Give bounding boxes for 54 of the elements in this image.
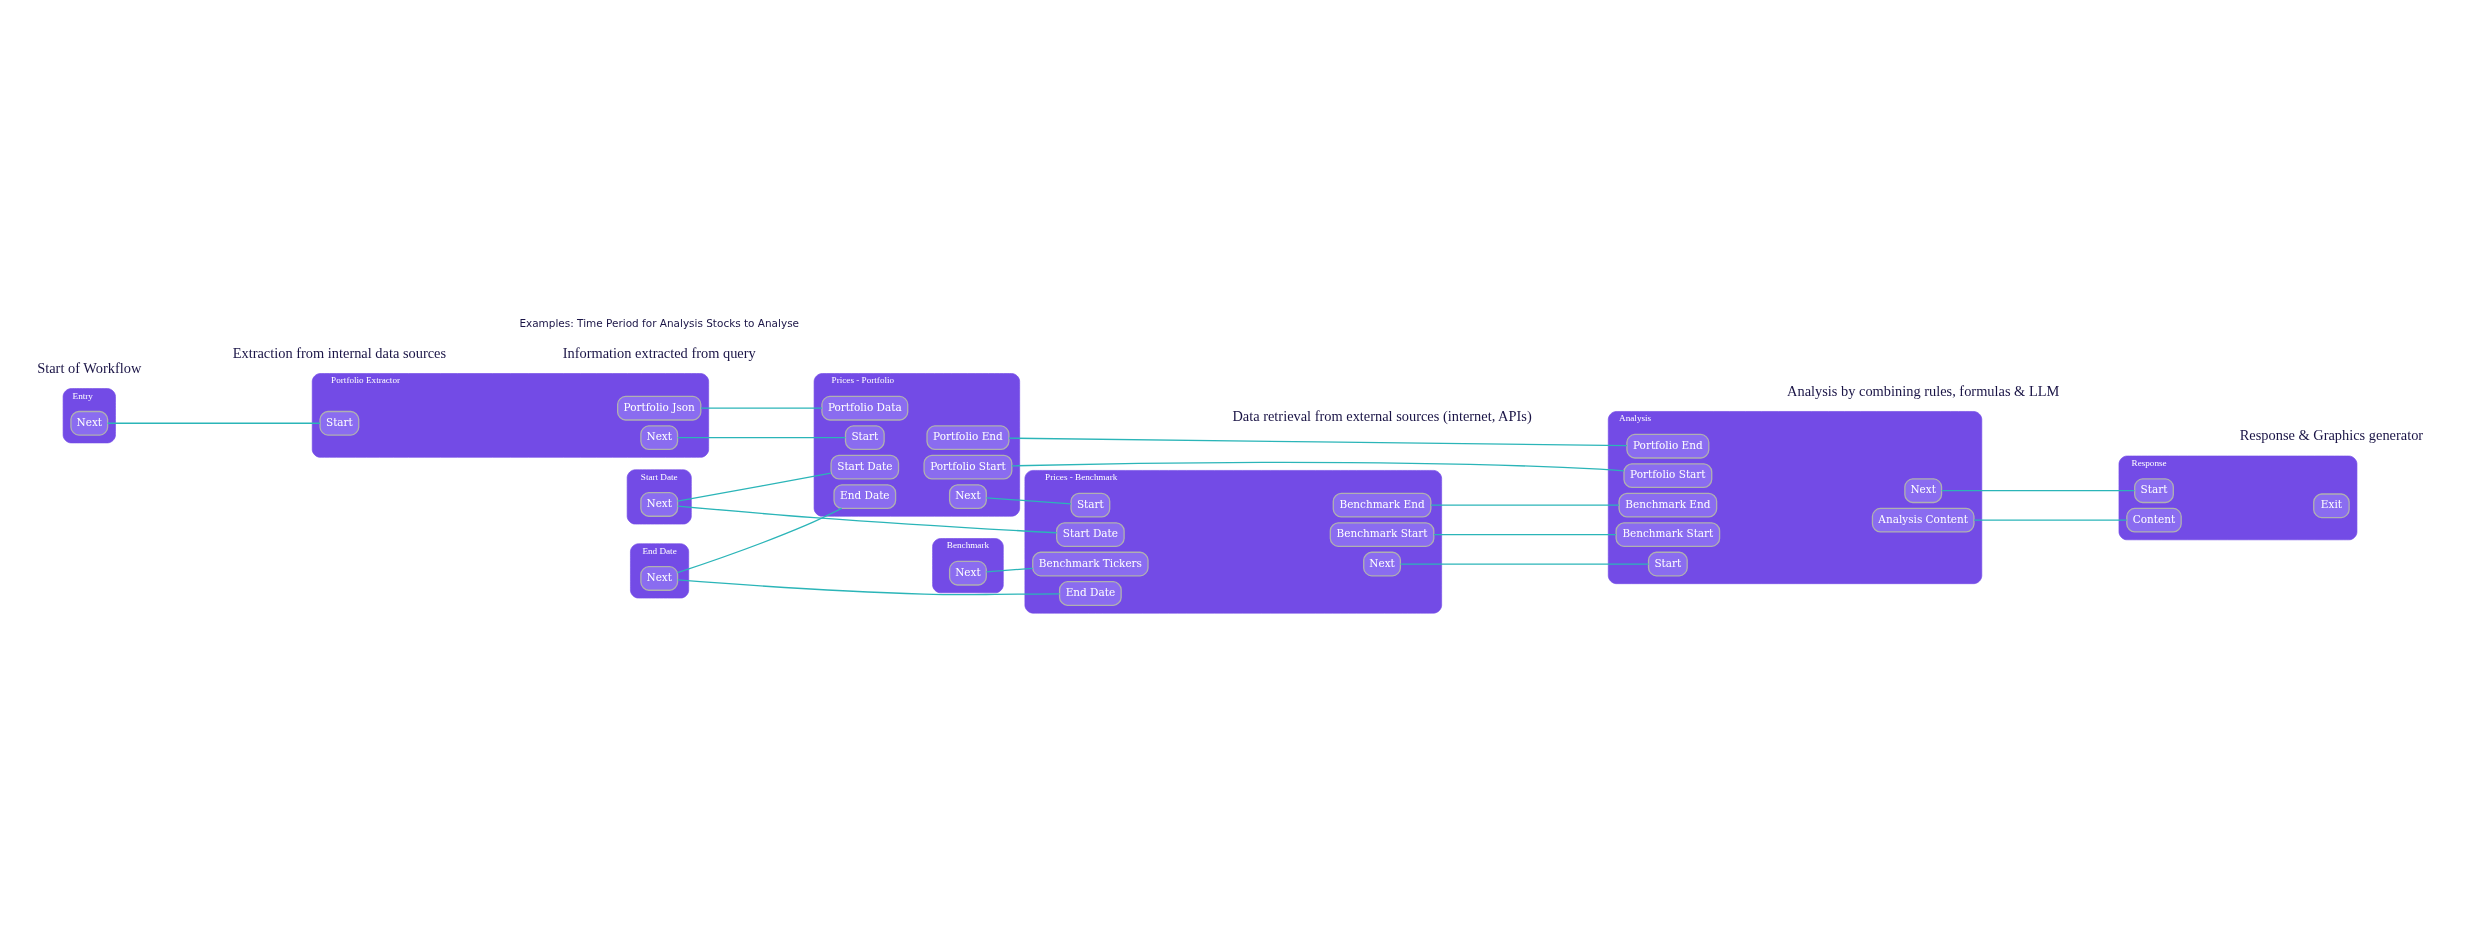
label: Analysis by combining rules, formulas & LLM — [1787, 382, 2060, 399]
node-box: Portfolio Data — [821, 395, 909, 421]
node-box: Content — [2126, 507, 2182, 533]
node-box: Start — [319, 410, 360, 436]
node-box: Next — [640, 492, 679, 517]
node-box: Start — [2134, 478, 2174, 504]
connector — [677, 437, 847, 439]
label: Information extracted from query — [562, 344, 756, 361]
label: Examples: Time Period for Analysis Stocks to Analyse — [519, 316, 800, 329]
connector — [985, 497, 1072, 505]
node-box: Portfolio Start — [1623, 463, 1713, 489]
connector — [1941, 490, 2136, 492]
label: Extraction from internal data sources — [232, 344, 447, 361]
node-box: End Date — [1058, 581, 1122, 606]
node-box: Next — [948, 560, 987, 586]
node-box: Next — [1363, 551, 1402, 577]
connector — [106, 422, 321, 424]
node-box: Benchmark End — [1332, 492, 1432, 518]
node-box: Next — [70, 410, 109, 436]
node-box: Next — [640, 566, 679, 591]
node-box: Benchmark End — [1618, 492, 1718, 518]
node-box: Next — [1904, 478, 1943, 504]
node-box: Exit — [2313, 493, 2350, 519]
node-box: Next — [948, 484, 987, 510]
node-box: Next — [640, 425, 679, 451]
connector — [1973, 519, 2128, 521]
node-box: Benchmark Start — [1329, 522, 1435, 547]
connector — [985, 567, 1034, 573]
label: Start of Workflow — [37, 359, 142, 376]
node-box: Start Date — [1056, 522, 1125, 547]
node-box: Portfolio End — [1626, 433, 1710, 459]
node-box: Analysis Content — [1871, 507, 1975, 533]
node-box: Portfolio Json — [617, 395, 702, 421]
connector — [1433, 533, 1617, 536]
node-box: Portfolio End — [926, 425, 1010, 451]
connector — [677, 505, 1058, 534]
label: Data retrieval from external sources (internet, APIs) — [1232, 408, 1532, 425]
node-box: Start Date — [830, 454, 900, 480]
node-box: Benchmark Tickers — [1032, 551, 1149, 577]
label: Response & Graphics generator — [2239, 427, 2424, 444]
connector — [676, 507, 843, 574]
connector — [1008, 437, 1628, 447]
connector — [677, 579, 1061, 596]
node-box: Portfolio Start — [923, 454, 1013, 480]
node-box: Start — [844, 425, 885, 451]
node-box: Start — [1647, 551, 1688, 577]
node-box: End Date — [833, 484, 897, 510]
node-box: Start — [1070, 492, 1111, 518]
connector — [1430, 504, 1620, 506]
connector — [677, 472, 832, 502]
node-box: Benchmark Start — [1615, 522, 1721, 547]
connector — [1399, 563, 1650, 565]
connector — [1011, 461, 1625, 472]
connector — [700, 407, 823, 409]
